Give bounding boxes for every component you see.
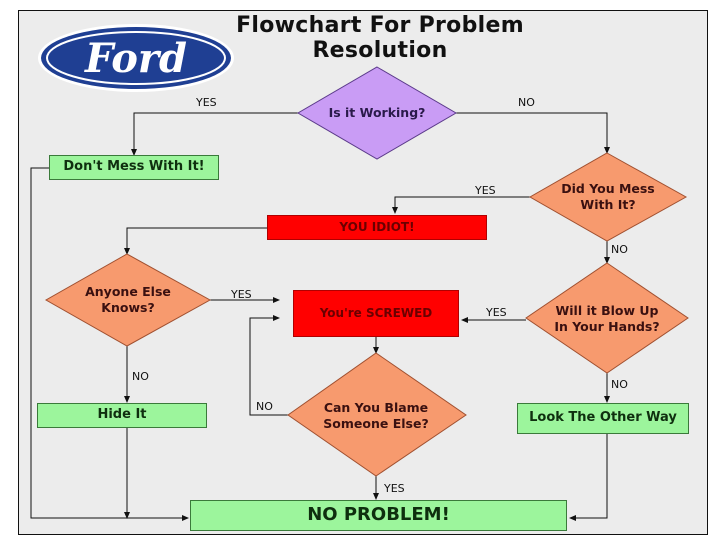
edge-working-yes [131, 112, 298, 156]
node-dont-mess-with-it: Don't Mess With It! [49, 155, 219, 180]
label-blow-yes: YES [486, 306, 507, 319]
node-you-idiot: YOU IDIOT! [267, 215, 487, 240]
decision-blow-up [525, 262, 689, 374]
anyone-else-line1: Anyone Else [85, 283, 171, 299]
decision-anyone-else-knows [44, 253, 212, 347]
page-title: Flowchart For Problem Resolution [236, 13, 524, 63]
blame-line2: Someone Else? [323, 416, 429, 431]
label-mess-yes: YES [475, 184, 496, 197]
node-hide-it: Hide It [37, 403, 207, 428]
label-knows-yes: YES [231, 288, 252, 301]
anyone-else-line2: Knows? [101, 300, 155, 315]
edge-dontmess-noproblem [30, 167, 189, 521]
decision-is-it-working-label: Is it Working? [310, 100, 444, 126]
node-no-problem: NO PROBLEM! [190, 500, 567, 531]
decision-blow-up-label: Will it Blow Up In Your Hands? [536, 301, 678, 337]
edge-working-no [456, 112, 610, 154]
label-mess-no: NO [611, 243, 628, 256]
label-working-no: NO [518, 96, 535, 109]
decision-is-it-working [297, 66, 457, 160]
decision-blame-someone [287, 352, 467, 477]
label-working-yes: YES [196, 96, 217, 109]
decision-did-you-mess-label: Did You Mess With It? [540, 178, 676, 216]
node-youre-screwed: You're SCREWED [293, 290, 459, 337]
label-blow-no: NO [611, 378, 628, 391]
did-you-mess-line1: Did You Mess [561, 180, 655, 196]
blow-up-line2: In Your Hands? [554, 319, 660, 334]
blow-up-line1: Will it Blow Up [555, 302, 659, 318]
decision-blame-label: Can You Blame Someone Else? [300, 398, 452, 434]
edge-blame-no [249, 315, 288, 416]
did-you-mess-line2: With It? [580, 197, 636, 212]
logo-wordmark: Ford [84, 35, 187, 82]
blame-line1: Can You Blame [323, 399, 429, 415]
edge-mess-yes [392, 196, 530, 214]
label-blame-yes: YES [384, 482, 405, 495]
label-knows-no: NO [132, 370, 149, 383]
is-it-working-text: Is it Working? [328, 104, 426, 120]
node-look-other-way: Look The Other Way [517, 403, 689, 434]
label-blame-no: NO [256, 400, 273, 413]
edge-look-noproblem [569, 434, 608, 521]
decision-anyone-else-label: Anyone Else Knows? [60, 282, 196, 318]
ford-logo: Ford [38, 24, 234, 92]
decision-did-you-mess [528, 152, 688, 242]
edge-idiot-anyone [124, 227, 267, 255]
